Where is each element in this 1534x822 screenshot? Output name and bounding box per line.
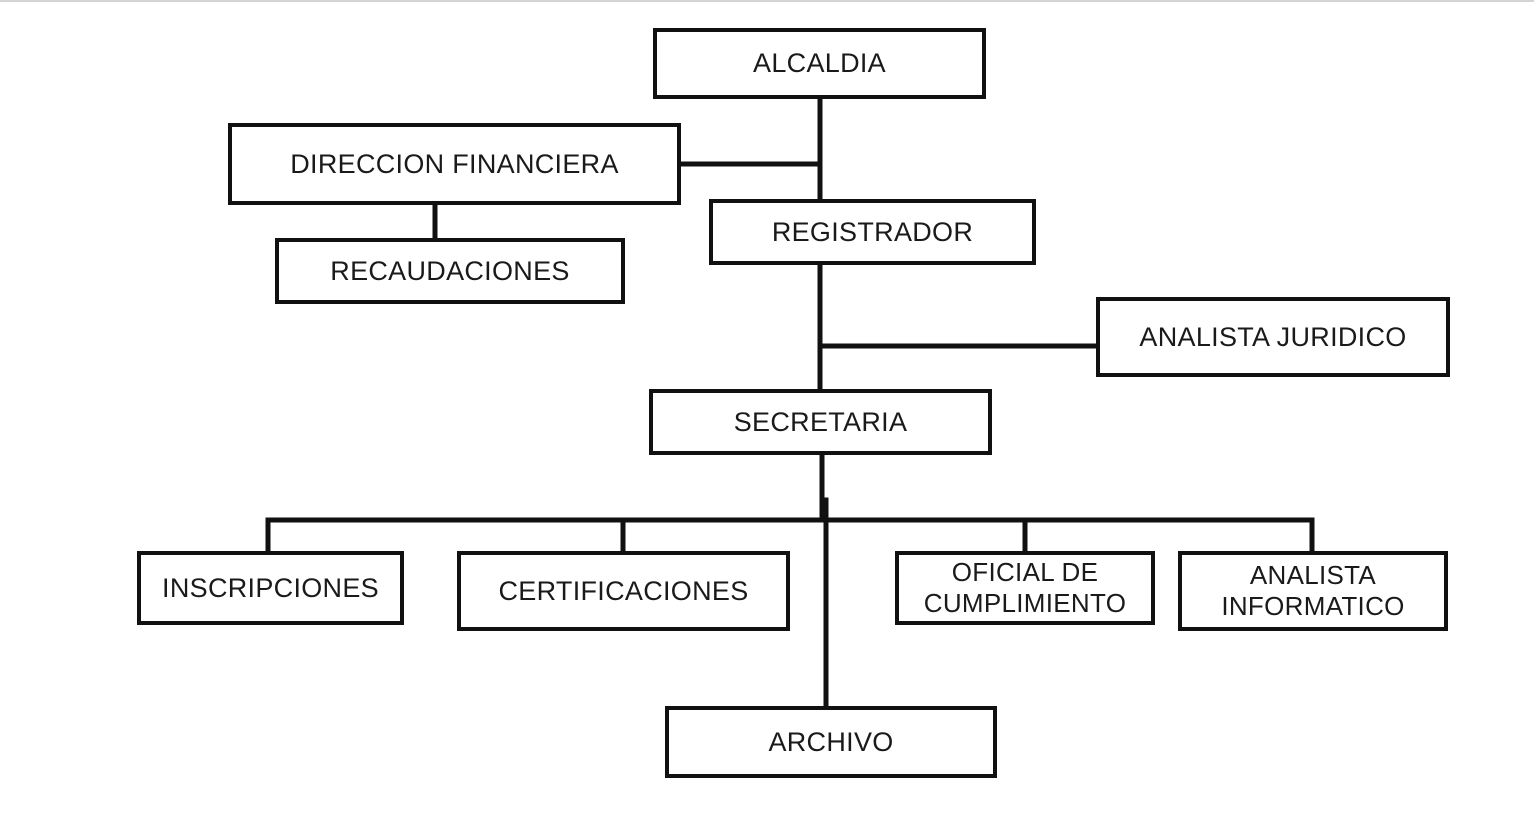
node-recaudaciones-label: RECAUDACIONES — [330, 255, 570, 286]
node-certificaciones: CERTIFICACIONES — [457, 551, 790, 631]
node-archivo-label: ARCHIVO — [768, 726, 894, 757]
top-border — [0, 0, 1534, 2]
node-registrador: REGISTRADOR — [709, 199, 1036, 265]
node-oficial-de-cumplimiento-label: OFICIAL DE CUMPLIMIENTO — [923, 556, 1127, 618]
node-analista-juridico-label: ANALISTA JURIDICO — [1139, 321, 1407, 352]
node-analista-informatico-label: ANALISTA INFORMATICO — [1221, 559, 1405, 621]
node-analista-juridico: ANALISTA JURIDICO — [1096, 297, 1450, 377]
node-direccion-financiera-label: DIRECCION FINANCIERA — [290, 148, 619, 179]
node-alcaldia: ALCALDIA — [653, 28, 986, 99]
node-alcaldia-label: ALCALDIA — [753, 48, 886, 79]
node-secretaria-label: SECRETARIA — [733, 406, 908, 437]
node-inscripciones-label: INSCRIPCIONES — [162, 572, 379, 603]
node-oficial-de-cumplimiento: OFICIAL DE CUMPLIMIENTO — [895, 551, 1155, 625]
node-direccion-financiera: DIRECCION FINANCIERA — [228, 123, 681, 205]
node-inscripciones: INSCRIPCIONES — [137, 551, 404, 625]
node-certificaciones-label: CERTIFICACIONES — [498, 575, 749, 606]
node-registrador-label: REGISTRADOR — [771, 216, 974, 247]
node-analista-informatico: ANALISTA INFORMATICO — [1178, 551, 1448, 631]
node-secretaria: SECRETARIA — [649, 389, 992, 455]
node-recaudaciones: RECAUDACIONES — [275, 238, 625, 304]
node-archivo: ARCHIVO — [665, 706, 997, 778]
